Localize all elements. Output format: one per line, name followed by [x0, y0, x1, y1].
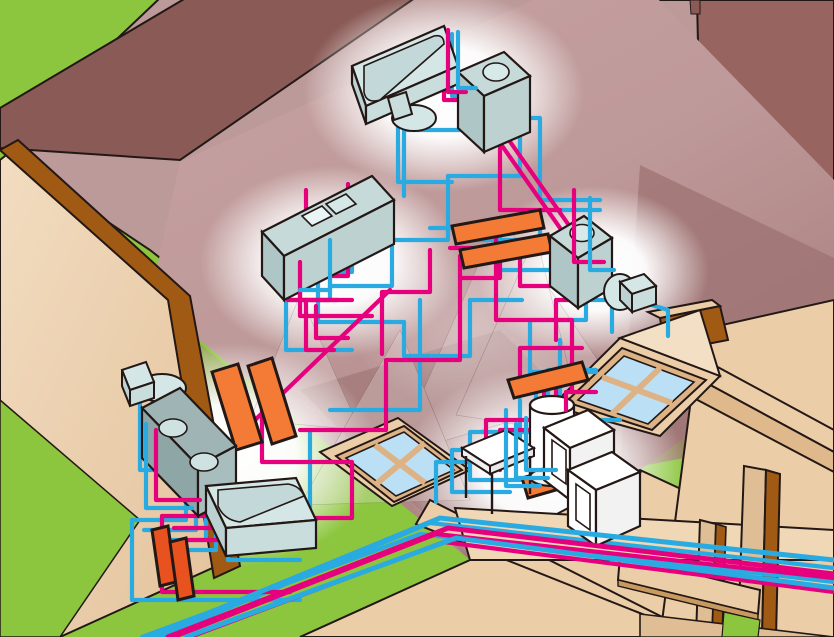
vanity-upper[interactable]	[456, 50, 532, 155]
table-top-edge2	[489, 446, 535, 476]
radiator-bath-b[interactable]	[168, 536, 196, 602]
cold-pipe-fg-ensuite	[587, 195, 617, 273]
hot-pipe-fg-kitchen	[297, 259, 341, 303]
dryer-door	[575, 482, 591, 532]
vanity-upper-basin	[482, 62, 510, 82]
vanity-lower-basin-b	[189, 452, 219, 472]
vanity-lower-basin-a	[158, 418, 188, 438]
washer-door	[551, 438, 567, 486]
bathtub-lower-basin	[217, 483, 306, 523]
radiator-utility-a[interactable]	[506, 360, 590, 400]
utility-fixtures	[459, 394, 643, 549]
toilet-upper-cistern-top	[387, 91, 407, 99]
hot-pipe-fg-ensuite	[571, 187, 607, 265]
cold-pipe-fg-cylinder-2	[513, 421, 551, 481]
toilet-ensuite[interactable]	[603, 272, 658, 315]
dormer-left-mullion-h	[373, 440, 427, 488]
roof-panel-wedge-dark	[689, 0, 701, 15]
hot-pipe-fg-vanity-lower	[153, 427, 203, 503]
kitchen-fixtures	[260, 174, 396, 303]
main-service-runs	[147, 515, 834, 637]
radiator-kitchen-a[interactable]	[210, 362, 264, 452]
dormer-right-group	[550, 308, 722, 438]
cold-pipe-fg-kitchen	[297, 237, 333, 293]
kitchen-sink-basin-left	[300, 205, 334, 227]
hot-pipe-centre-b	[297, 253, 463, 433]
foreground-pipes	[143, 27, 617, 511]
cylinder-top	[528, 394, 576, 416]
dormer-right-gable	[617, 308, 722, 378]
dryer-side	[594, 470, 642, 548]
radiators-group	[150, 208, 600, 602]
toilet-ensuite-cistern-side	[631, 284, 657, 314]
toilet-upper[interactable]	[386, 90, 437, 132]
cold-pipe-kitchen-c	[401, 297, 525, 359]
tumble-dryer[interactable]	[565, 450, 643, 549]
kitchen-counter-side	[282, 198, 396, 302]
hot-pipe-rad-utility	[517, 345, 585, 383]
cold-pipe-fg-vanity-lower	[143, 421, 195, 511]
hot-pipe-fg-bathtub-upper	[445, 27, 469, 95]
radiator-centre-a[interactable]	[450, 208, 546, 246]
upper-bathroom-fixtures	[350, 24, 532, 155]
main-run-hot-1	[165, 525, 834, 637]
lower-bathroom-fixtures	[120, 360, 318, 558]
toilet-lower-cistern-side	[129, 380, 155, 408]
main-run-cold-2	[183, 535, 834, 637]
cold-pipe-toilet-upper	[395, 117, 455, 185]
dormer-left-group	[318, 416, 472, 508]
roof-edge-strip	[0, 0, 414, 162]
cold-pipe-utility-b	[449, 397, 523, 495]
radiator-kitchen-b[interactable]	[246, 356, 298, 446]
ensuite-fixtures	[548, 214, 658, 315]
bathtub-lower[interactable]	[204, 476, 318, 558]
hot-pipe-fg-cylinder	[563, 389, 599, 413]
cold-pipe-fg-cylinder	[523, 415, 559, 473]
cold-pipe-fg-cylinder-3	[503, 427, 543, 489]
main-run-cold-1	[147, 515, 834, 637]
kitchen-sink-basin-right	[324, 193, 358, 215]
lawn-foreground-left	[0, 399, 141, 637]
lawn-glimpse-bottom	[721, 611, 761, 637]
cold-pipe-fg-bathtub-upper	[455, 29, 479, 91]
kitchen-counter[interactable]	[260, 174, 396, 303]
dormer-right-mullion-h	[609, 365, 663, 417]
vanity-upper-side	[482, 74, 532, 154]
bathtub-upper-basin	[363, 34, 445, 102]
cold-pipe-across-floor	[327, 297, 423, 413]
hot-pipe-floor-loop	[259, 363, 355, 521]
hot-pipe-rad-centre-a	[379, 247, 433, 357]
bathtub-upper[interactable]	[350, 24, 460, 126]
bathtub-lower-side	[224, 518, 318, 558]
